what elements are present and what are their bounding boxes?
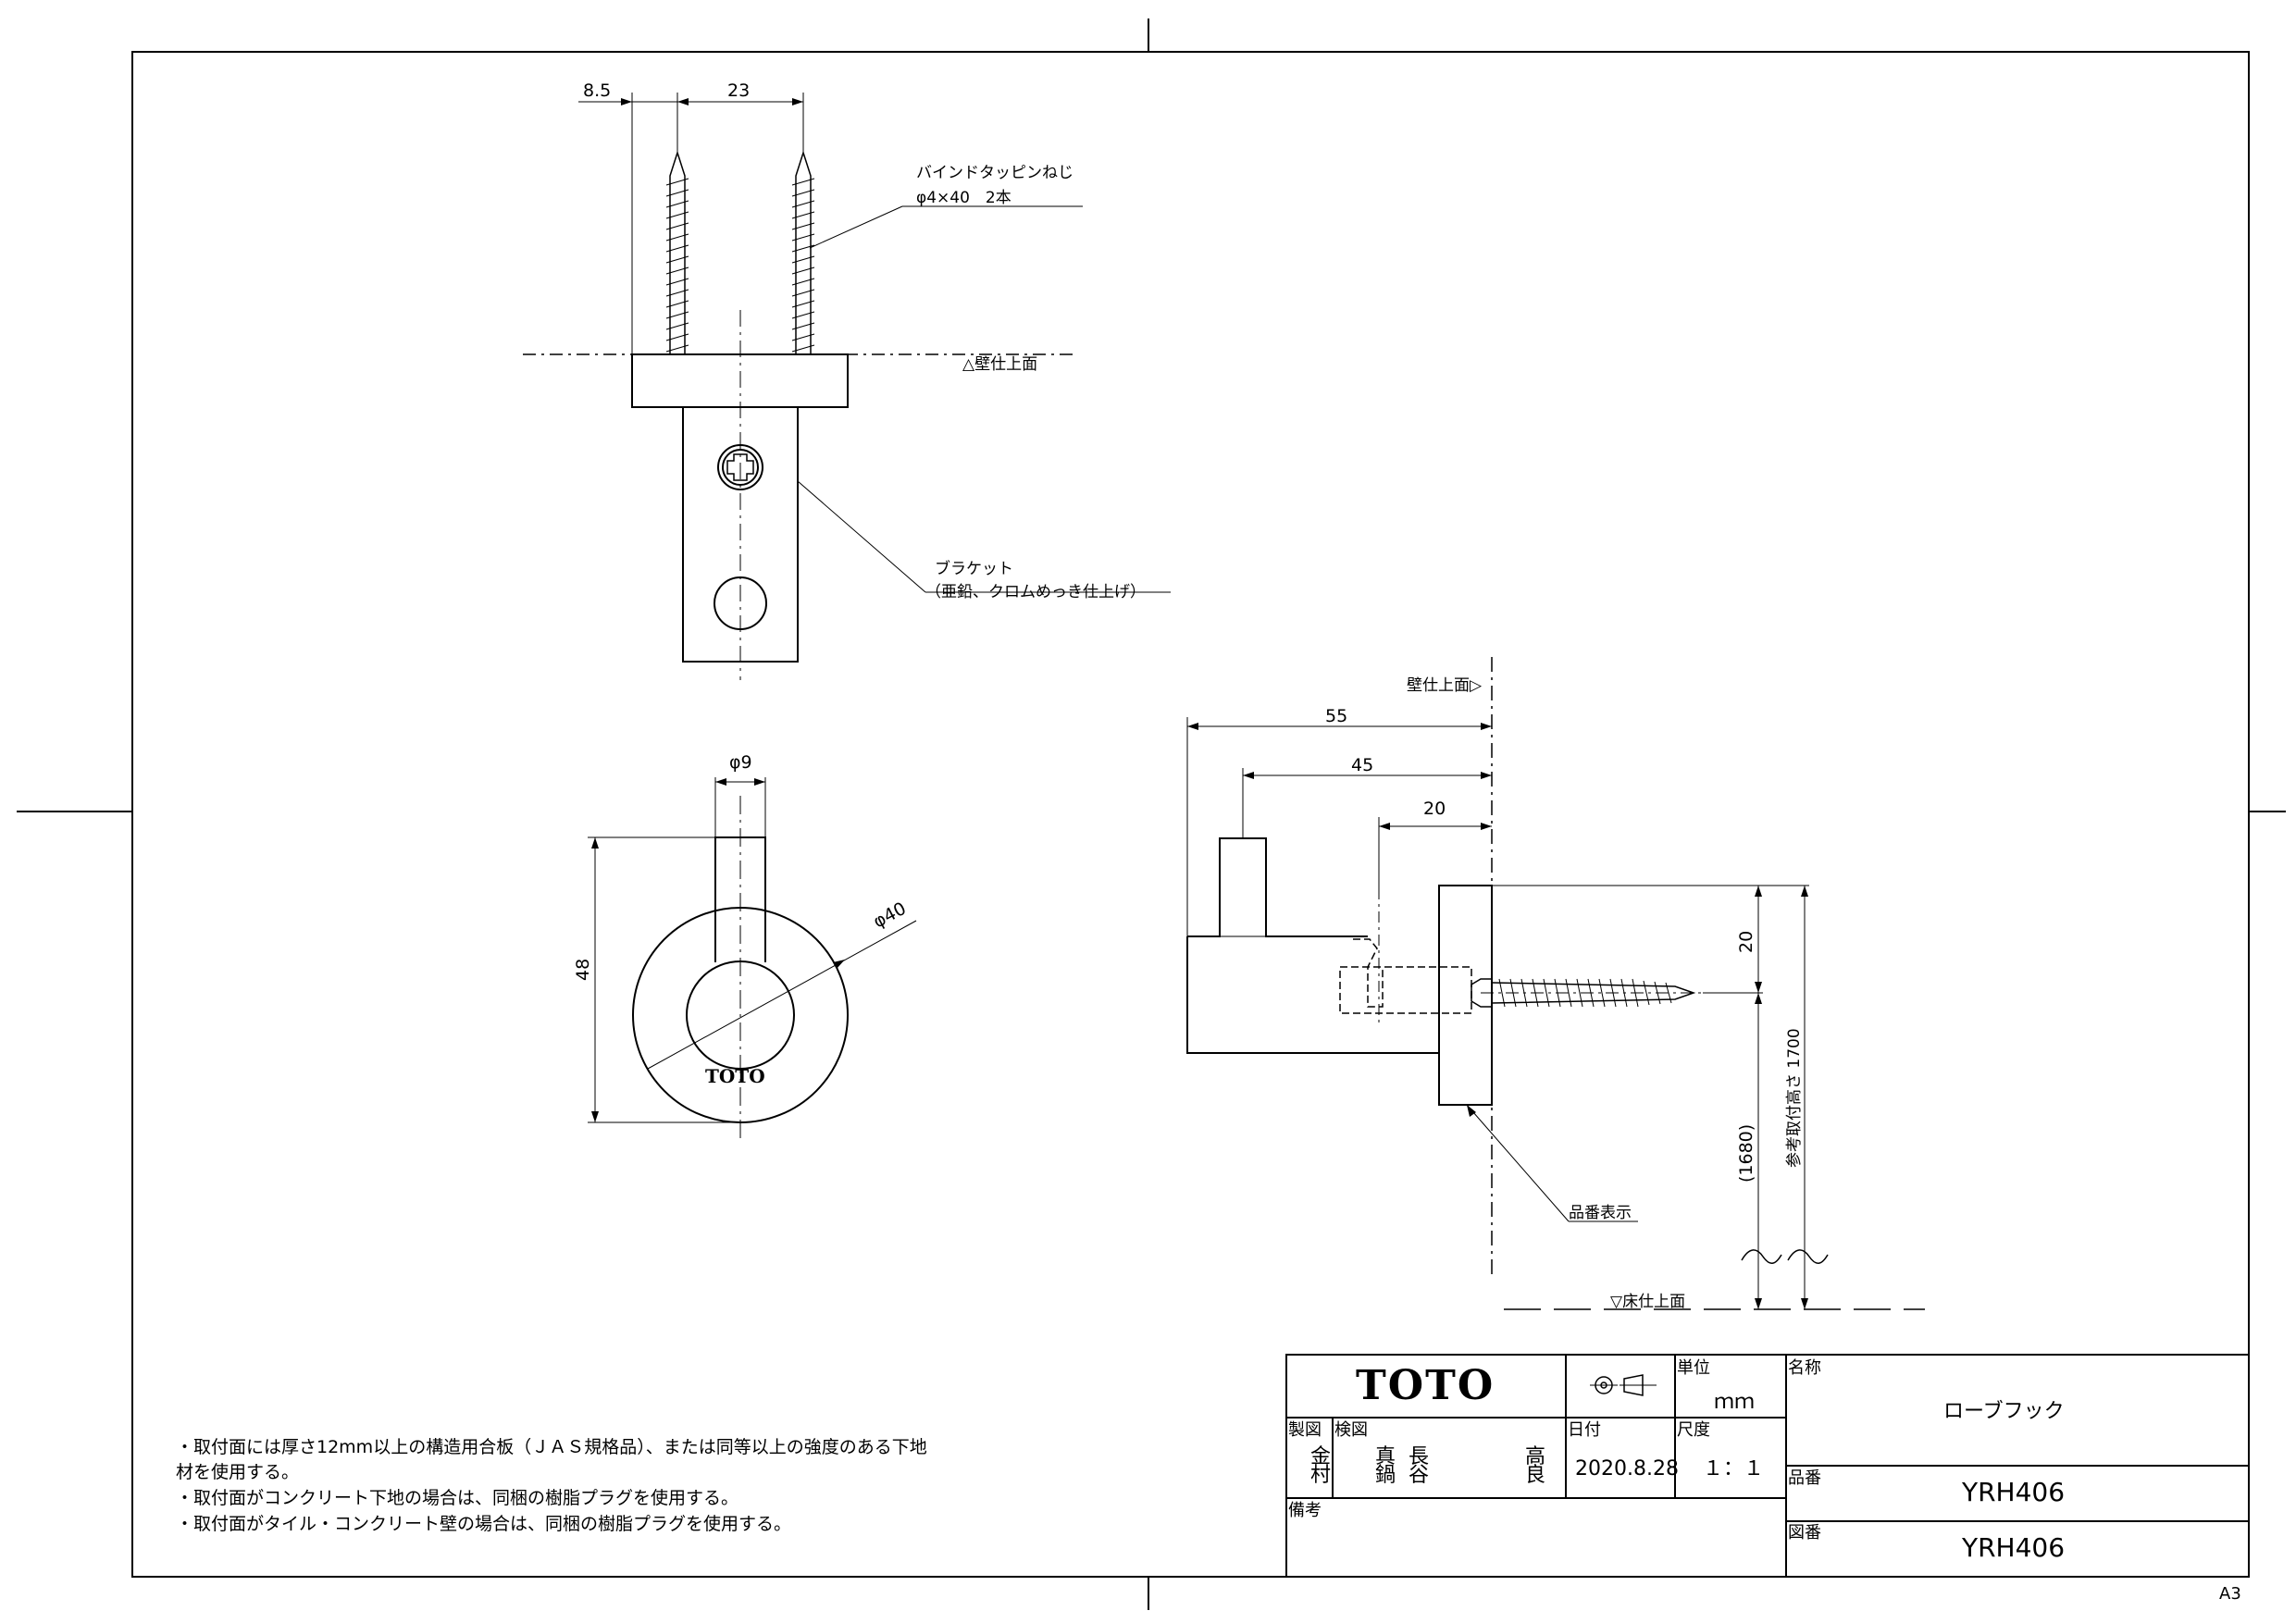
top-view [523, 93, 1171, 680]
front-view [588, 777, 917, 1138]
wall-surface-label-side: 壁仕上面▷ [1407, 676, 1483, 695]
remarks-label: 備考 [1288, 1501, 1322, 1520]
note-line-4: ・取付面がタイル・コンクリート壁の場合は、同梱の樹脂プラグを使用する。 [176, 1514, 791, 1534]
screw-label-line2: φ4×40 2本 [916, 189, 1011, 207]
dim-20-horizontal: 20 [1423, 799, 1446, 819]
made-value-2: 村 [1310, 1464, 1331, 1487]
unit-label: 単位 [1677, 1358, 1710, 1378]
product-label: 品番 [1788, 1468, 1821, 1488]
dim-top-spacing: 23 [727, 81, 750, 101]
product-value: YRH406 [1961, 1477, 2065, 1507]
check-name-2a: 長 [1409, 1445, 1429, 1468]
screw-left [665, 150, 689, 355]
projection-symbol-icon [1590, 1374, 1657, 1396]
drawing-no-label: 図番 [1788, 1523, 1821, 1542]
dim-top-left: 8.5 [583, 81, 611, 101]
side-view [1186, 657, 1925, 1310]
unit-value: ｍｍ [1714, 1391, 1755, 1414]
sheet-border [131, 51, 2250, 1578]
screw-label-line1: バインドタッピンねじ [916, 164, 1074, 182]
dim-height-48: 48 [573, 959, 593, 981]
made-label: 製図 [1288, 1420, 1322, 1440]
dim-55: 55 [1325, 706, 1347, 726]
dim-1700: 参考取付高さ 1700 [1785, 1028, 1804, 1168]
part-number-marking-label: 品番表示 [1569, 1204, 1632, 1222]
dim-post-diameter: φ9 [729, 752, 752, 773]
check-name-3a: 高 [1525, 1445, 1545, 1468]
made-value-1: 金 [1310, 1445, 1331, 1468]
note-line-3: ・取付面がコンクリート下地の場合は、同梱の樹脂プラグを使用する。 [176, 1488, 738, 1508]
rosette-logo: TOTO [705, 1065, 765, 1087]
screw-right [791, 150, 815, 355]
dim-rosette-diameter: φ40 [870, 898, 910, 933]
date-value: 2020.8.28 [1575, 1457, 1679, 1481]
bracket-label-line2: （亜鉛、クロムめっき仕上げ） [925, 583, 1146, 601]
side-screw [1471, 978, 1712, 1008]
check-label: 検図 [1334, 1420, 1368, 1440]
drawing-no-value: YRH406 [1961, 1532, 2065, 1563]
dim-20-vertical: 20 [1736, 931, 1756, 953]
wall-surface-label-top: △壁仕上面 [962, 355, 1037, 374]
check-name-1a: 真 [1375, 1445, 1396, 1468]
bracket-label-line1: ブラケット [935, 559, 1013, 578]
title-block-logo: TOTO [1356, 1362, 1495, 1409]
floor-surface-label: ▽床仕上面 [1610, 1293, 1685, 1311]
scale-label: 尺度 [1677, 1420, 1710, 1440]
scale-value: １：１ [1703, 1457, 1764, 1481]
name-label: 名称 [1788, 1358, 1821, 1378]
sheet-size: A3 [2219, 1584, 2241, 1604]
check-name-1b: 鍋 [1375, 1464, 1396, 1487]
note-line-2: 材を使用する。 [176, 1462, 299, 1482]
check-name-2b: 谷 [1409, 1464, 1429, 1487]
check-name-3b: 良 [1525, 1464, 1545, 1487]
dim-45: 45 [1351, 755, 1373, 775]
date-label: 日付 [1568, 1420, 1601, 1440]
name-value: ローブフック [1943, 1400, 2065, 1423]
note-line-1: ・取付面には厚さ12mm以上の構造用合板（ＪＡＳ規格品）、または同等以上の強度の… [176, 1437, 927, 1457]
title-block [1285, 1354, 2250, 1578]
dim-1680: (1680) [1736, 1124, 1756, 1183]
